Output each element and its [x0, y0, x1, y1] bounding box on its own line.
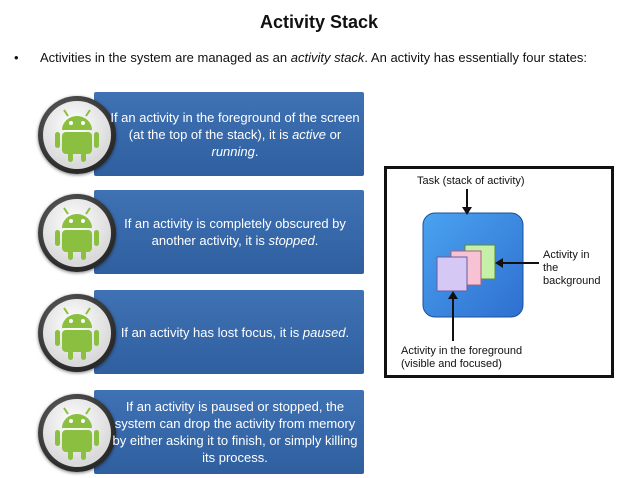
- intro-emph: activity stack: [290, 50, 365, 65]
- android-badge: [38, 394, 116, 472]
- state-text: If an activity is paused or stopped, the…: [110, 390, 360, 474]
- state-text: If an activity is completely obscured by…: [110, 190, 360, 274]
- task-label: Task (stack of activity): [417, 175, 525, 187]
- state-row: If an activity in the foreground of the …: [38, 92, 364, 176]
- android-badge: [38, 194, 116, 272]
- intro-prefix: Activities in the system are managed as …: [40, 50, 291, 65]
- foreground-arrowhead: [448, 291, 458, 299]
- intro-bullet: • Activities in the system are managed as…: [14, 50, 587, 65]
- state-box: [94, 190, 364, 274]
- slide-title: Activity Stack: [259, 12, 379, 32]
- state-row: If an activity has lost focus, it is pau…: [38, 290, 364, 374]
- state-span: If an activity has lost focus, it is: [120, 324, 303, 340]
- foreground-label: Activity in the foreground (visible and …: [401, 345, 523, 370]
- state-emph: stopped: [268, 233, 315, 248]
- state-emph: active: [292, 126, 327, 142]
- state-span: If an activity is completely obscured by…: [124, 216, 346, 248]
- state-box: [94, 290, 364, 374]
- state-span: If an activity is paused or stopped, the…: [112, 399, 358, 465]
- activity-card-front: [436, 256, 468, 292]
- activity-stack-figure: Task (stack of activity) Activity in the…: [384, 166, 614, 378]
- android-robot-icon: [55, 407, 99, 460]
- android-robot-icon: [55, 109, 99, 162]
- state-span: If an activity in the foreground of the …: [110, 109, 360, 142]
- state-text-inner: If an activity has lost focus, it is pau…: [121, 324, 349, 341]
- state-row: If an activity is paused or stopped, the…: [38, 390, 364, 474]
- state-emph: paused: [302, 324, 346, 340]
- state-span: .: [345, 324, 350, 340]
- state-box: [94, 92, 364, 176]
- state-row: If an activity is completely obscured by…: [38, 190, 364, 274]
- android-badge: [38, 96, 116, 174]
- state-text: If an activity has lost focus, it is pau…: [110, 290, 360, 374]
- bullet-dot: •: [14, 50, 19, 65]
- state-text: If an activity in the foreground of the …: [110, 92, 360, 176]
- task-arrowhead: [462, 207, 472, 215]
- stack-diagram: [422, 189, 539, 341]
- state-text-inner: If an activity in the foreground of the …: [110, 109, 360, 160]
- background-arrowhead: [495, 258, 503, 268]
- state-emph: running: [211, 143, 255, 159]
- state-text-inner: If an activity is paused or stopped, the…: [110, 398, 360, 466]
- state-span: .: [254, 143, 259, 159]
- android-robot-icon: [55, 207, 99, 260]
- android-robot-icon: [55, 307, 99, 360]
- state-span: or: [326, 126, 342, 142]
- android-badge: [38, 294, 116, 372]
- state-text-inner: If an activity is completely obscured by…: [110, 215, 360, 249]
- state-span: .: [314, 233, 319, 248]
- state-box: [94, 390, 364, 474]
- background-label: Activity in the background: [543, 249, 601, 287]
- intro-suffix: . An activity has essentially four state…: [364, 50, 587, 65]
